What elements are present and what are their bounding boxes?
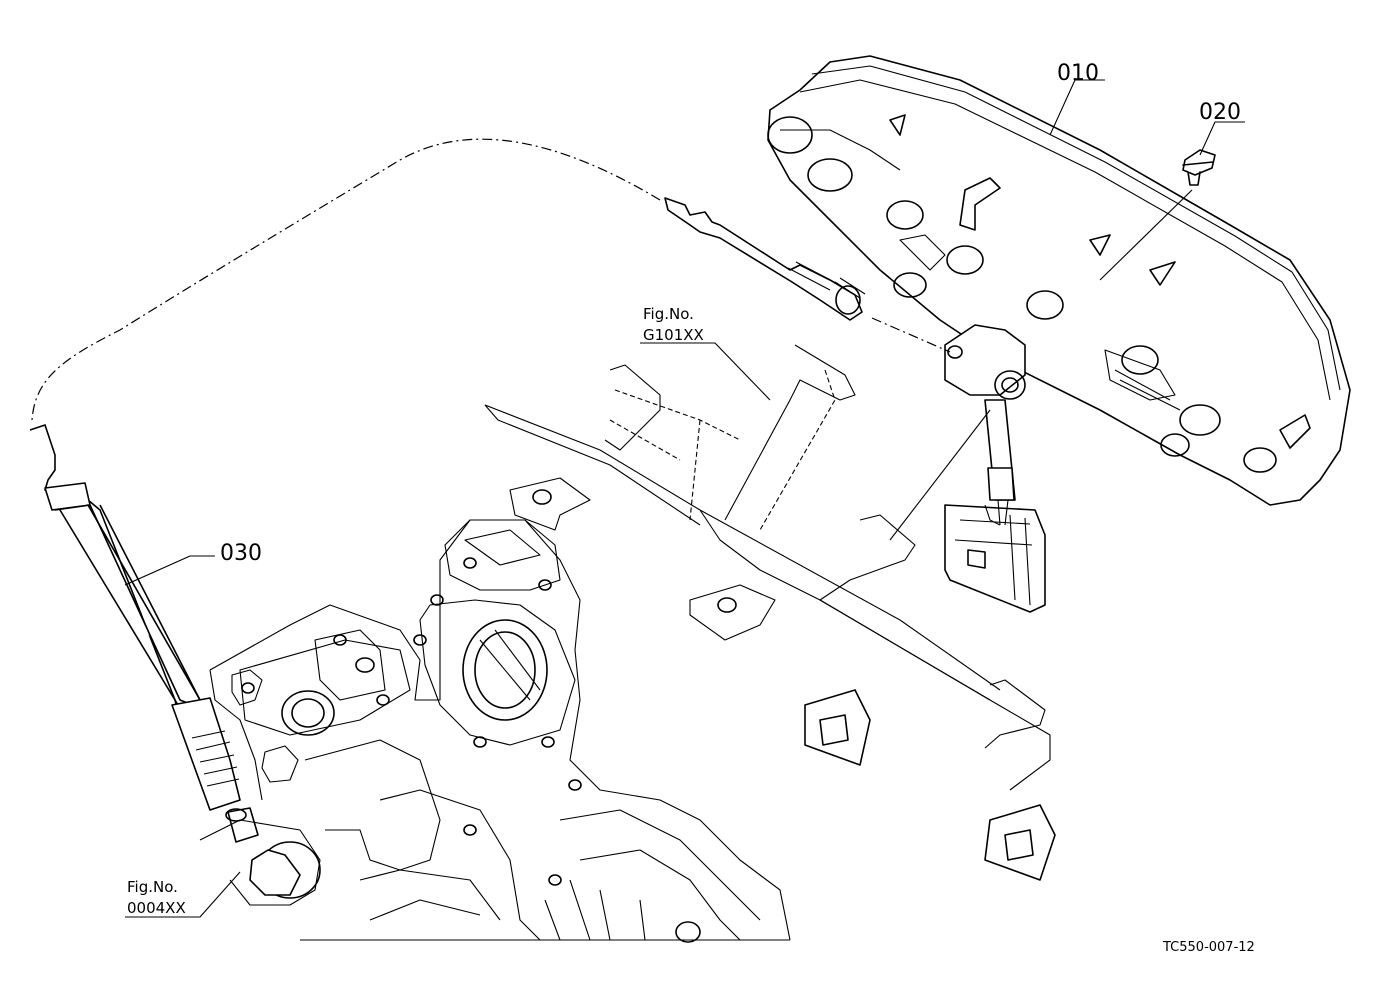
frame-ref-code: G101XX <box>643 326 704 344</box>
drawing-code: TC550-007-12 <box>1162 940 1255 955</box>
screw <box>1182 149 1216 186</box>
callout-020: 020 <box>1199 100 1241 125</box>
frame-ref-label: Fig.No. <box>643 305 694 323</box>
leader-030 <box>124 555 215 586</box>
callout-030: 030 <box>220 541 262 566</box>
support-frame <box>484 344 1056 881</box>
leader-020 <box>1199 121 1245 156</box>
leader-0004 <box>125 871 241 918</box>
instrument-panel <box>767 55 1351 613</box>
leader-lines <box>124 79 1245 918</box>
leader-connector <box>889 409 991 541</box>
leader-010 <box>1049 79 1105 136</box>
callout-010: 010 <box>1057 61 1099 86</box>
meter-cable <box>29 138 951 843</box>
leader-g101 <box>640 342 771 401</box>
housing-ref-code: 0004XX <box>127 899 186 917</box>
housing-ref-label: Fig.No. <box>127 878 178 896</box>
transmission-housing <box>199 519 791 943</box>
leader-020-to-panel <box>1099 189 1193 281</box>
